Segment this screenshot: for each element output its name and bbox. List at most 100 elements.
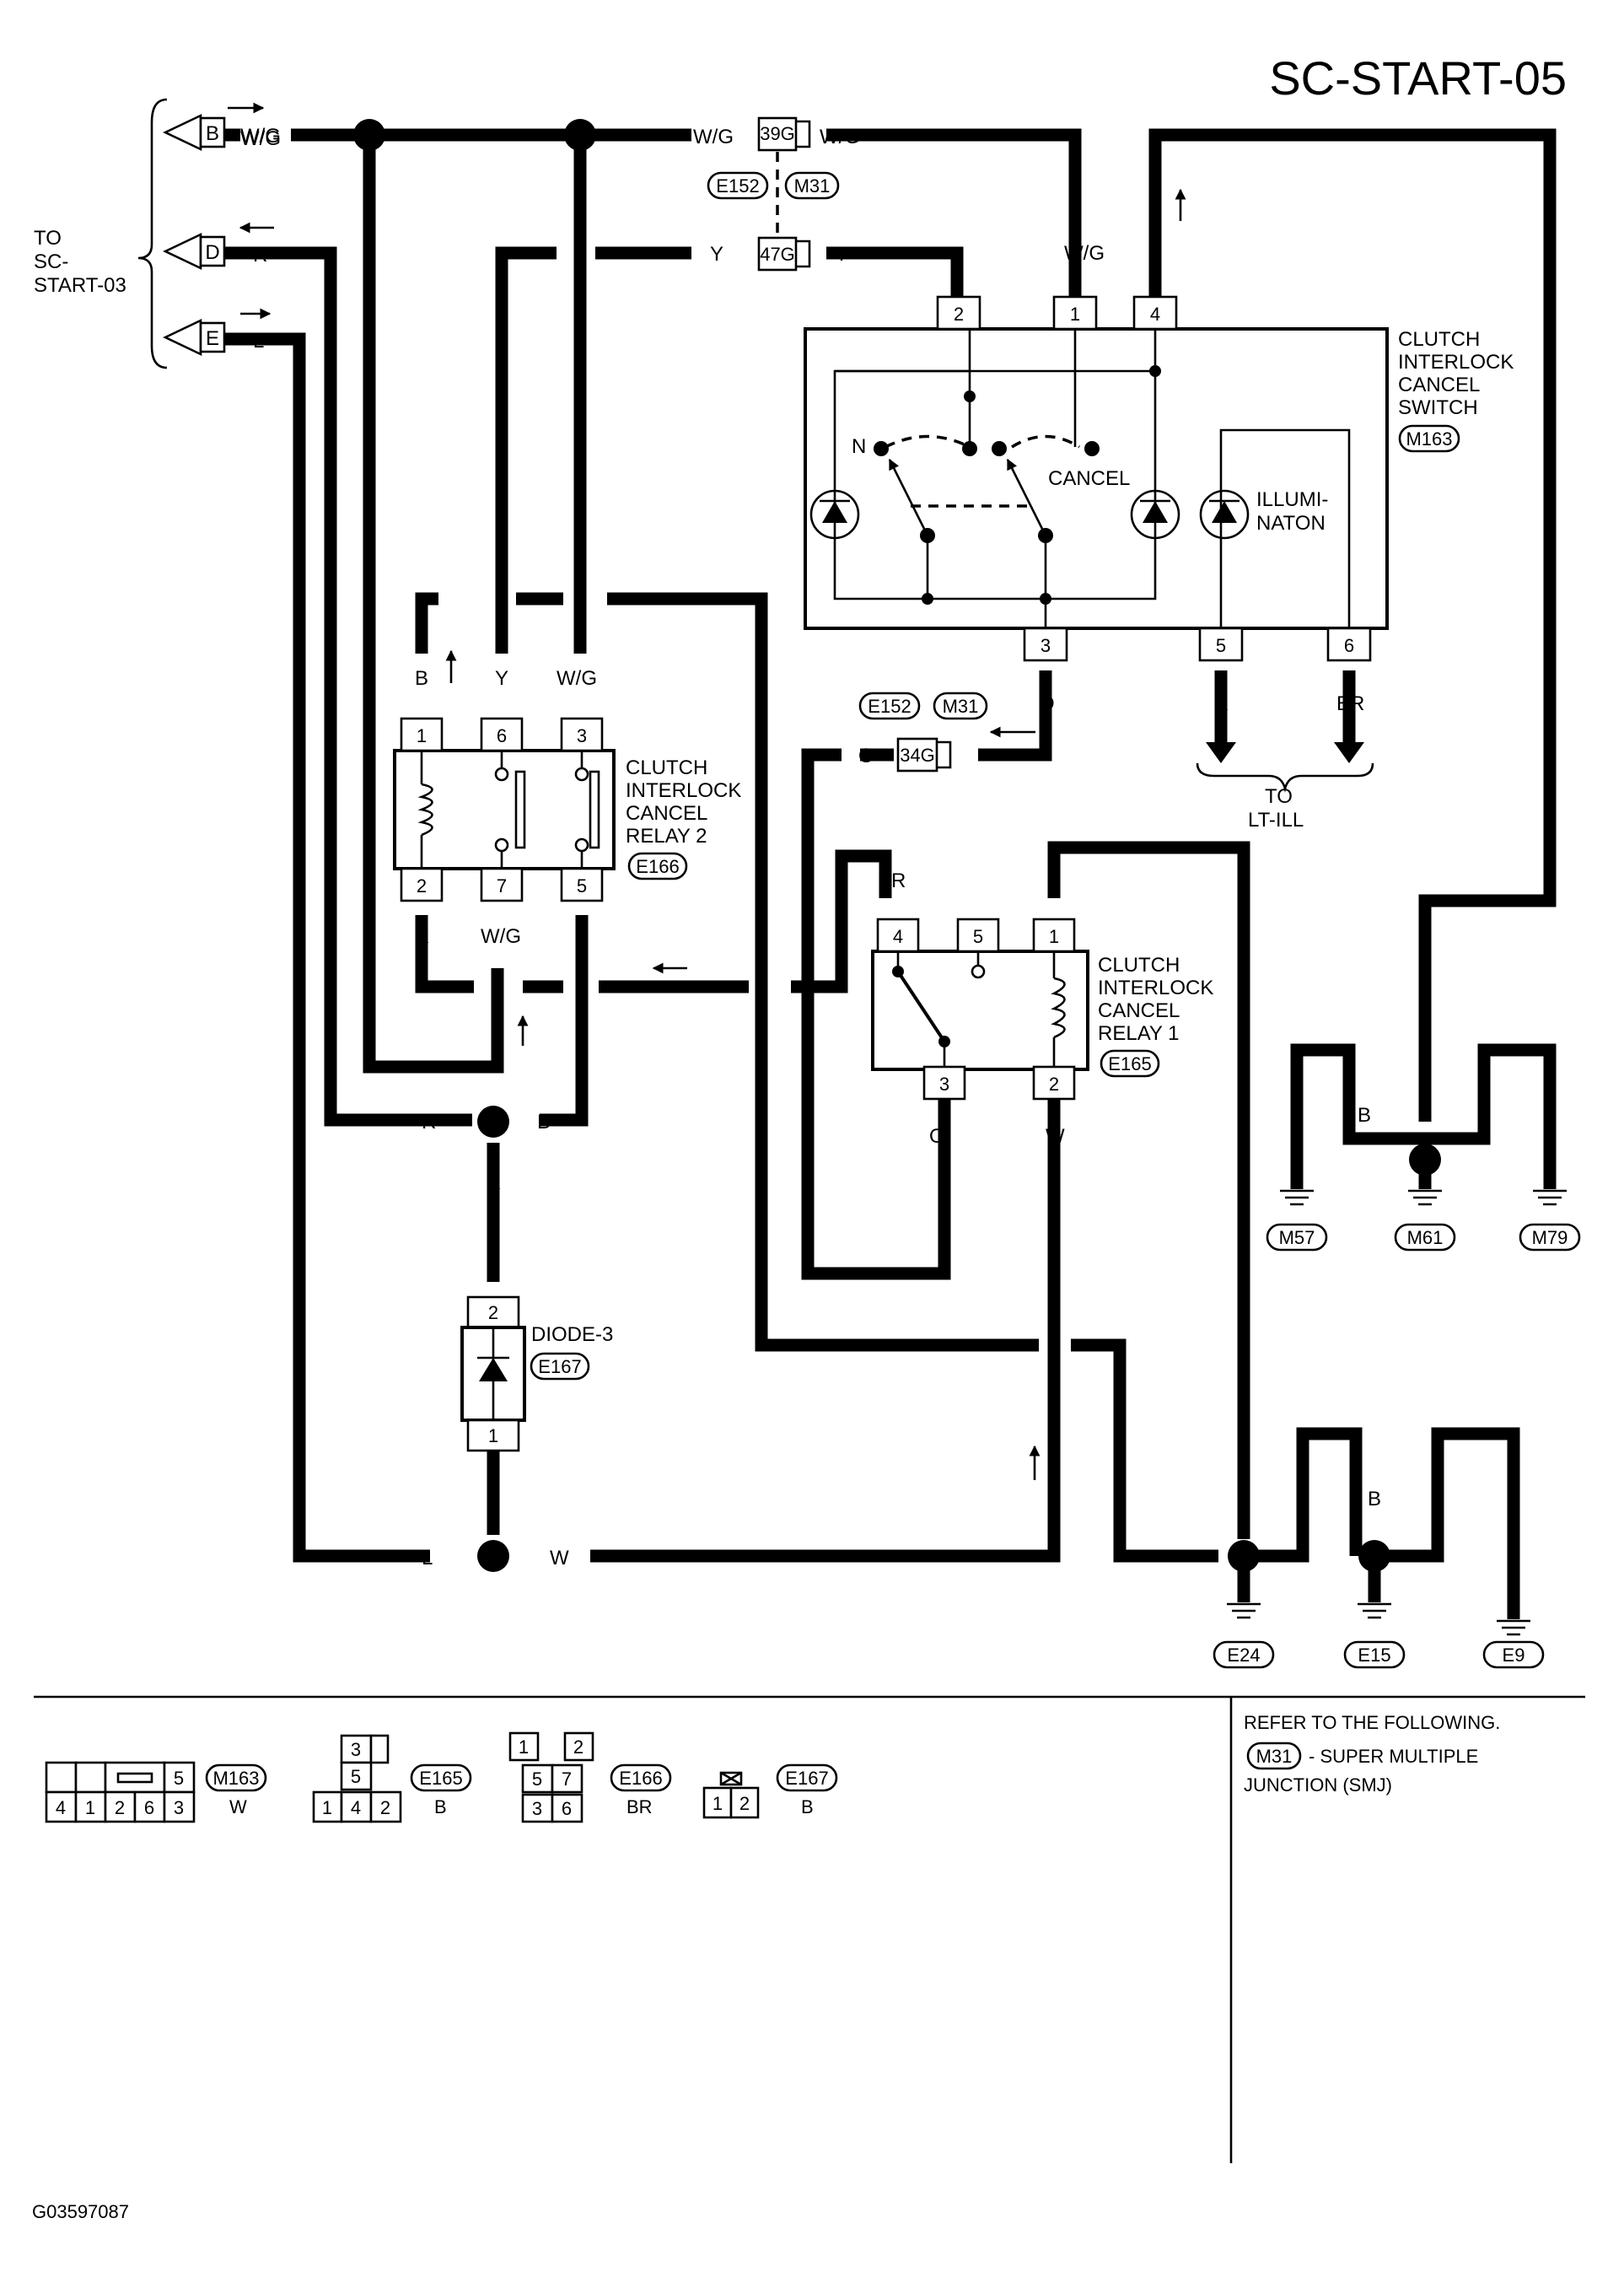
ref-e152-top: E152 [716,175,759,197]
refer-text: - SUPER MULTIPLE [1309,1746,1478,1767]
relay2-name-1: CLUTCH [626,756,707,779]
switch-wire-wg: W/G [1064,242,1105,265]
relay-2: 1 6 3 2 7 5 B Y W/G R W/G B CLUTCH INTER… [393,667,741,948]
splice-lw [477,1540,509,1572]
diode-wire-l: L [487,1488,497,1510]
diode-pin-1: 1 [488,1425,498,1446]
diode-ref: E167 [538,1356,581,1377]
m163-cell-5: 5 [174,1768,184,1789]
relay2-wire-y: Y [495,667,508,690]
relay2-wire-wg: W/G [557,667,597,690]
relay1-pin-4: 4 [893,926,903,947]
switch-illum-2: NATON [1256,512,1326,535]
junction-47g-left: Y [710,243,723,266]
relay2-wire-b2: B [575,925,589,948]
relay2-name-4: RELAY 2 [626,825,707,848]
e165-cell-3: 3 [351,1739,361,1760]
m163-cell-1: 1 [85,1797,95,1818]
gnd-r-wire-5: B [1543,1104,1557,1127]
gnd-ref-m79: M79 [1532,1227,1568,1248]
diode-3: 2 1 DIODE-3 E167 L [460,1295,613,1510]
legend-e165-color: B [434,1796,447,1817]
gnd-b-wire-5: B [1431,1488,1444,1510]
e166-cell-2: 2 [573,1736,583,1758]
to-line-2: SC- [34,250,68,273]
switch-ref: M163 [1406,428,1452,450]
relay1-pin-1: 1 [1049,926,1059,947]
cancel-switch: 2 1 4 W/G B 3 5 6 O R BR N CANCEL ILLUMI… [804,242,1514,715]
switch-pin-5: 5 [1216,635,1226,656]
gnd-b-wire-4: B [1368,1488,1381,1510]
relay2-wire-wg2: W/G [481,925,521,948]
gnd-r-wire-4: B [1477,1104,1491,1127]
switch-wire-br: BR [1336,692,1364,715]
switch-n-label: N [852,435,866,458]
to-line-1: TO [34,227,62,250]
relay1-ref: E165 [1108,1053,1151,1074]
page-title: SC-START-05 [1269,51,1567,105]
flag-d-letter: D [205,241,219,264]
switch-pin-2: 2 [954,304,964,325]
diode-pin-2: 2 [488,1302,498,1323]
junction-34g: O 34G E152 M31 [858,692,988,773]
to-lt-ill: TO LT-ILL [1196,742,1374,832]
wires [224,128,1557,1619]
relay1-wire-o: O [929,1125,945,1148]
junction-39g-right: W/G [820,126,860,148]
e165-cell-5: 5 [351,1766,361,1787]
legend-e167-color: B [801,1796,814,1817]
relay2-wire-r: R [415,925,429,948]
relay1-wire-w: W [1046,1125,1065,1148]
junction-39g: W/G 39G W/G [693,116,860,152]
switch-wire-r: R [1214,692,1229,715]
e166-cell-7: 7 [562,1769,572,1790]
to-line-3: START-03 [34,274,126,297]
relay2-pin-5: 5 [577,875,587,896]
relay1-name-2: INTERLOCK [1098,977,1213,999]
switch-name-3: CANCEL [1398,374,1480,396]
legend-m163-ref: M163 [212,1768,259,1789]
relay2-ref: E166 [636,856,679,877]
legend-e166-color: BR [626,1796,653,1817]
e165-cell-1: 1 [322,1797,332,1818]
junction-47g: Y 47G Y [710,236,848,272]
switch-illum-1: ILLUMI- [1256,488,1328,511]
splice-rb [477,1106,509,1138]
m163-cell-6: 6 [144,1797,154,1818]
relay1-pin-2: 2 [1049,1074,1059,1095]
splice-e15 [1358,1540,1390,1572]
splice-rb-down: R [487,1171,501,1194]
m163-cell-3: 3 [174,1797,184,1818]
direction-arrows [445,188,1186,1480]
relay-1: 4 5 1 3 2 R B O W CLUTCH INTERLOCK CANCE… [871,869,1213,1148]
e166-cell-1: 1 [519,1736,529,1758]
relay2-pin-7: 7 [497,875,507,896]
junction-47g-right: Y [835,243,848,266]
gnd-b-wire-2: B [1237,1488,1250,1510]
switch-pin-3: 3 [1041,635,1051,656]
junction-47g-pin: 47G [760,244,795,265]
switch-pin-1: 1 [1070,304,1080,325]
switch-wire-b: B [1148,245,1162,268]
e165-cell-4: 4 [351,1797,361,1818]
legend-e167-ref: E167 [785,1768,828,1789]
switch-pin-4: 4 [1150,304,1160,325]
relay2-name-2: INTERLOCK [626,779,741,802]
m163-cell-2: 2 [115,1797,125,1818]
gnd-ref-e15: E15 [1358,1645,1390,1666]
relay1-wire-r: R [891,869,906,892]
gnd-r-wire-1: B [1290,1104,1304,1127]
e167-cell-1: 1 [713,1793,723,1814]
e166-cell-3: 3 [532,1798,542,1819]
splice-lw-right: W [550,1547,569,1569]
to-lt-ill-2: LT-ILL [1248,809,1304,832]
label-wg-main: W/G [240,127,281,150]
gnd-b-wire-6: B [1507,1488,1520,1510]
relay2-pin-3: 3 [577,725,587,746]
relay2-wire-b: B [415,667,428,690]
junction-34g-pin: 34G [900,745,935,766]
switch-name-4: SWITCH [1398,396,1478,419]
legend-m163-color: W [229,1796,247,1817]
switch-name-1: CLUTCH [1398,328,1480,351]
